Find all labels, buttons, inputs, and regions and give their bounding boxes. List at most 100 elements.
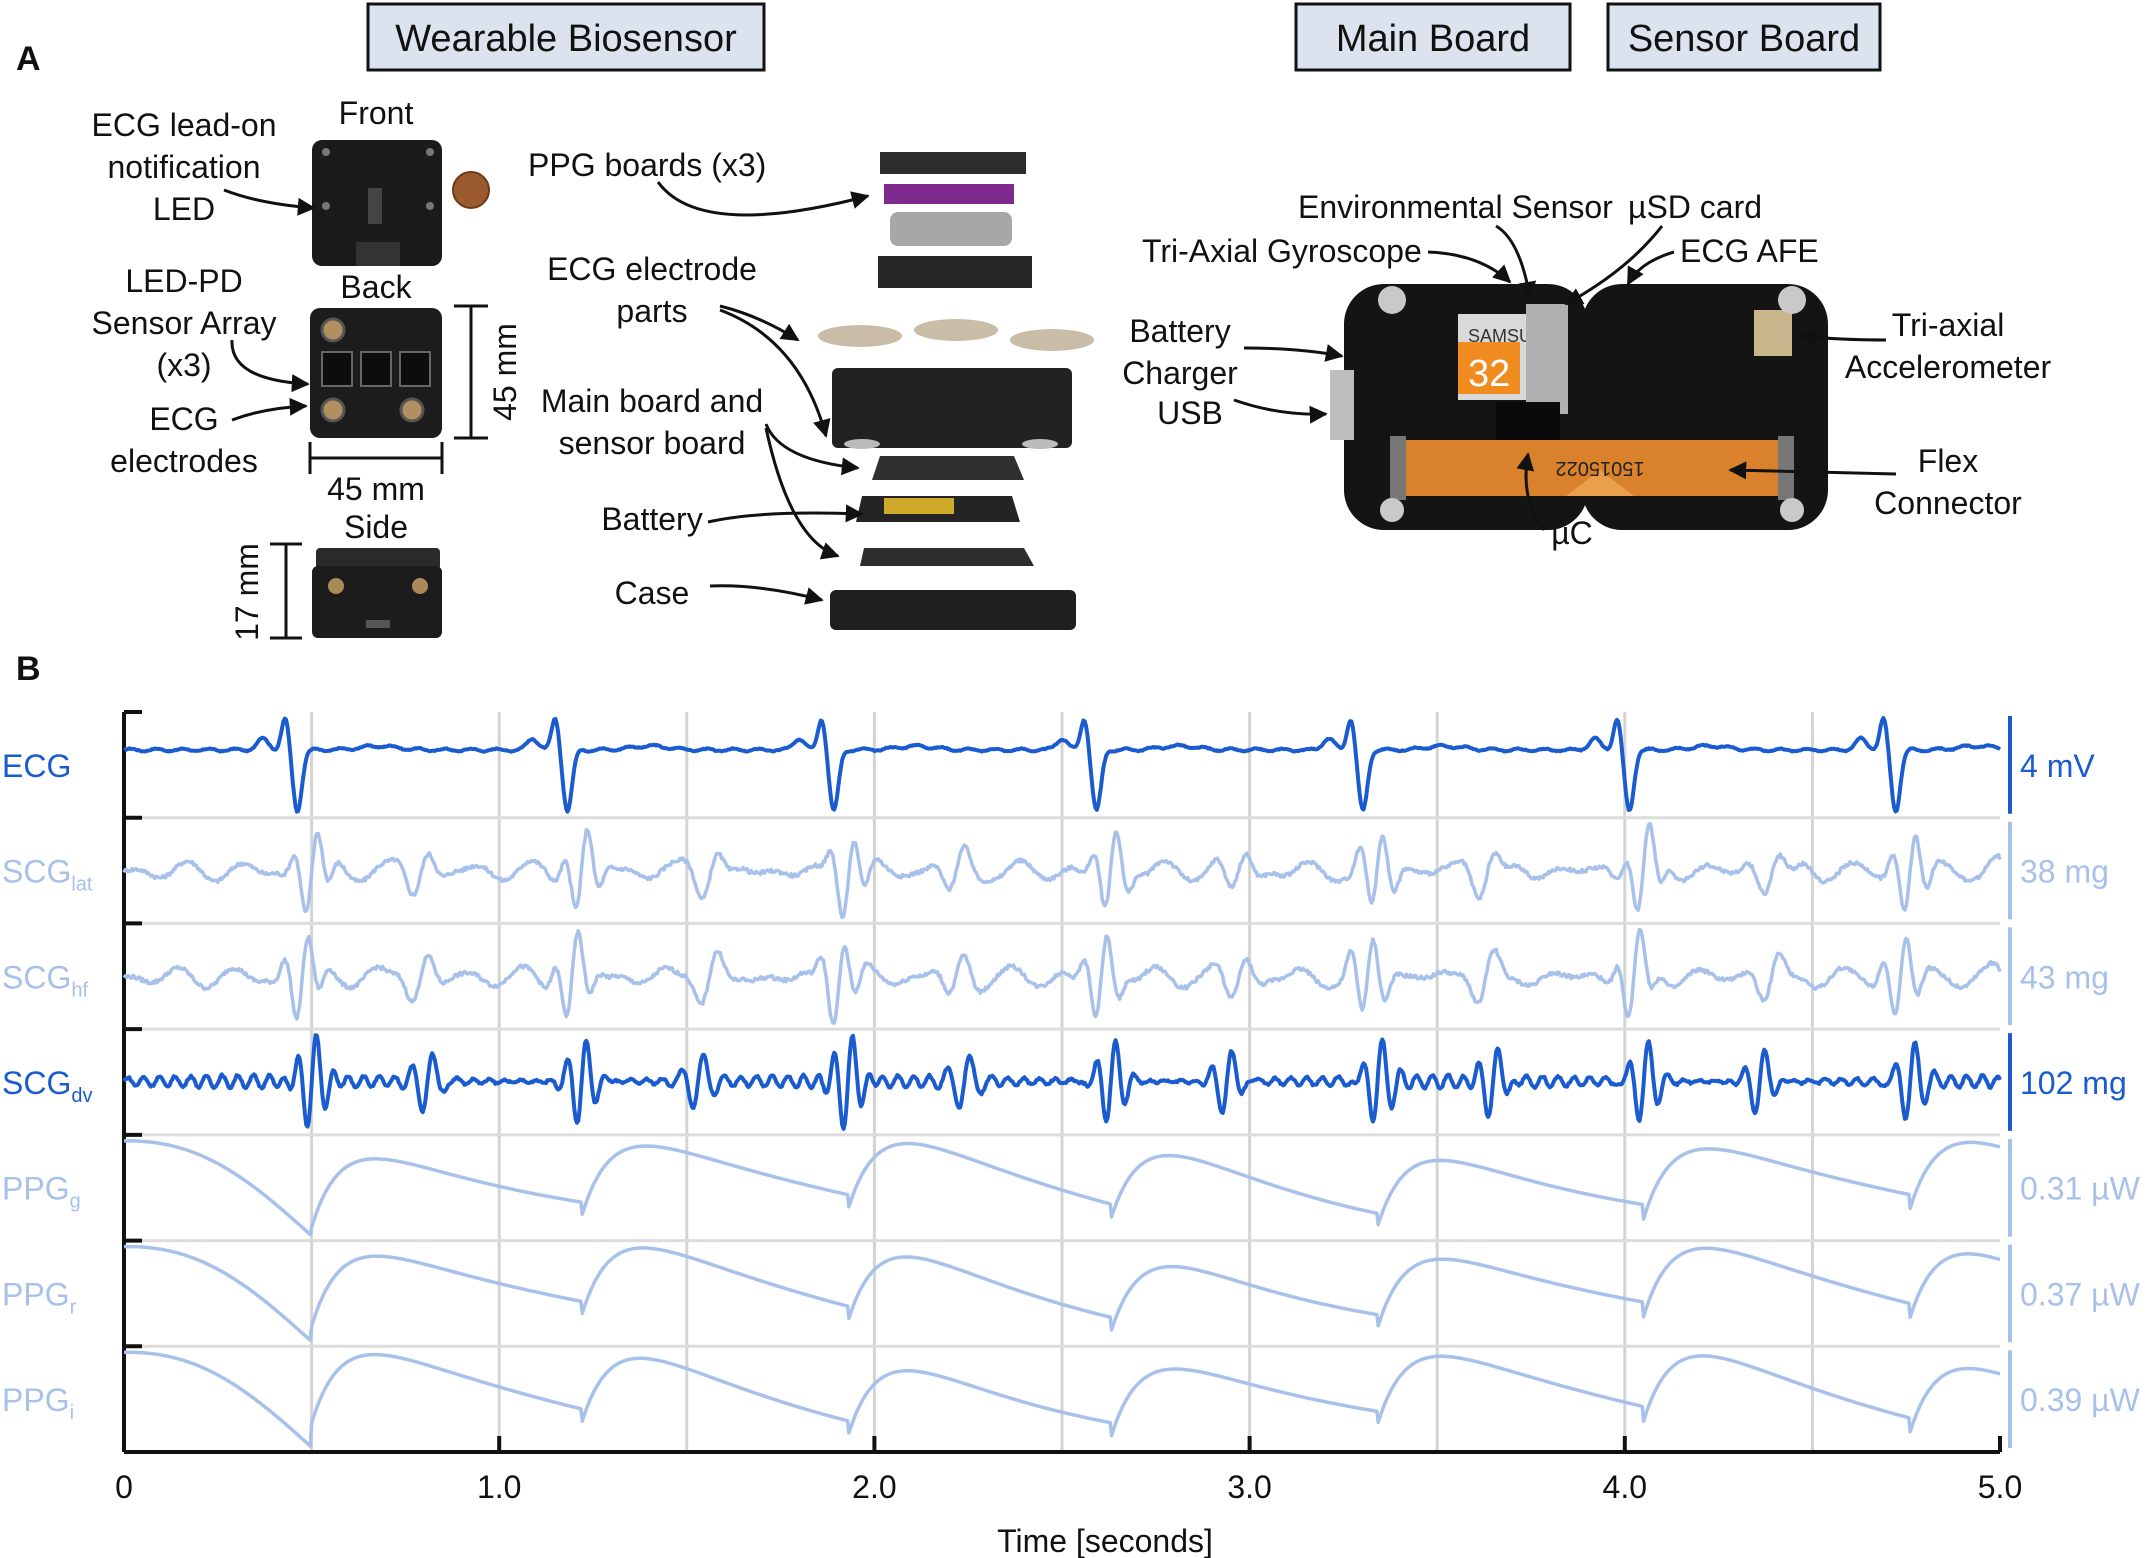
uc-label: µC [1551,515,1593,551]
signal-label-6: PPGi [2,1382,74,1424]
side-label: Side [344,509,408,545]
dim-45-vertical-label: 45 mm [487,323,523,421]
ppg-boards-arrow [656,181,870,217]
coin-image [452,171,490,209]
sensor-board-header-label: Sensor Board [1628,18,1860,60]
gyro-arrow [1427,250,1512,284]
scale-label-5: 0.37 µW [2020,1276,2141,1312]
device-side-image [312,548,442,638]
ecg-parts-arrow-1 [719,304,800,342]
battery-charger-label-line2: Charger [1122,355,1238,391]
x-tick-label: 3.0 [1227,1469,1271,1505]
exploded-view-image [818,152,1094,630]
sd-capacity-text: 32 [1468,353,1510,395]
ecg-electrodes-arrow [231,397,308,422]
accel-label-line2: Accelerometer [1845,349,2052,385]
signal-label-2: SCGhf [2,959,88,1001]
accel-label-line1: Tri-axial [1892,307,2005,343]
front-label: Front [339,95,414,131]
mainboard-arrow-2 [764,427,840,560]
signal-trace-6 [123,1350,2001,1448]
panel-a-label: A [16,40,41,78]
accel-arrow [1798,328,1887,347]
ledpd-label-line2: Sensor Array [92,305,277,341]
battery-charger-label-line1: Battery [1129,313,1230,349]
device-back-image [310,308,442,438]
case-label: Case [615,575,690,611]
ledpd-label-line3: (x3) [156,347,211,383]
case-arrow [709,584,824,605]
usd-arrow [1564,225,1664,306]
flex-code-text: 15015022 [1556,457,1645,479]
dimension-45-horizontal [308,442,444,474]
ledpd-arrow [230,339,310,393]
panel-b-label: B [16,650,41,688]
ecg-parts-label-line2: parts [616,293,687,329]
signal-label-0: ECG [2,748,71,784]
ledpd-label-line1: LED-PD [125,263,242,299]
ecg-afe-label: ECG AFE [1680,233,1819,269]
flex-label-line2: Connector [1874,485,2022,521]
battery-charger-arrow [1243,344,1344,362]
x-tick-label: 5.0 [1978,1469,2022,1505]
ecg-afe-arrow [1626,250,1675,286]
usb-arrow [1233,398,1328,424]
x-tick-label: 2.0 [852,1469,896,1505]
env-sensor-label: Environmental Sensor [1298,189,1613,225]
main-board-header-label: Main Board [1336,18,1530,60]
gyro-label: Tri-Axial Gyroscope [1142,233,1422,269]
ecg-electrodes-label-line1: ECG [149,401,218,437]
dim-45-horizontal-label: 45 mm [327,471,425,507]
dimension-45-vertical [454,304,488,440]
wearable-header-label: Wearable Biosensor [395,18,737,60]
scale-label-3: 102 mg [2020,1065,2127,1101]
pcb-image: SAMSU 32 15015022 [1330,284,1828,530]
signal-label-1: SCGlat [2,854,93,896]
main-board-header: Main Board [1294,2,1572,72]
ecg-led-arrow [223,188,316,216]
battery-exploded-label: Battery [601,501,702,537]
env-sensor-arrow [1495,224,1537,300]
dim-17-label: 17 mm [229,543,265,641]
sd-brand-text: SAMSU [1468,326,1532,346]
scale-label-2: 43 mg [2020,959,2109,995]
signal-label-5: PPGr [2,1276,77,1318]
battery-arrow [707,504,864,524]
back-label: Back [340,269,412,305]
x-axis-title: Time [seconds] [997,1523,1213,1558]
flex-label-line1: Flex [1918,443,1978,479]
scale-label-1: 38 mg [2020,854,2109,890]
scale-label-0: 4 mV [2020,748,2095,784]
signal-trace-3 [122,1033,2002,1131]
signal-trace-5 [123,1244,2001,1343]
ecg-parts-arrow-2 [719,308,831,438]
device-front-image [312,140,442,266]
ecg-led-label-line1: ECG lead-on [92,107,277,143]
x-tick-label: 0 [115,1469,133,1505]
x-tick-label: 1.0 [477,1469,521,1505]
signal-trace-2 [122,927,2002,1025]
signal-label-3: SCGdv [2,1065,92,1107]
ecg-led-label-line2: notification [108,149,261,185]
scale-label-4: 0.31 µW [2020,1171,2141,1207]
signal-trace-0 [123,716,2002,814]
signal-trace-4 [123,1139,2001,1237]
panel-a: A Wearable Biosensor Main Board Sensor B… [16,2,2052,641]
scale-label-6: 0.39 µW [2020,1382,2141,1418]
ppg-boards-label: PPG boards (x3) [528,147,766,183]
ecg-parts-label-line1: ECG electrode [547,251,757,287]
signal-label-4: PPGg [2,1171,81,1213]
mainboard-label-line2: sensor board [559,425,746,461]
mainboard-label-line1: Main board and [541,383,763,419]
sensor-board-header: Sensor Board [1606,2,1882,72]
ecg-led-label-line3: LED [153,191,215,227]
signal-trace-1 [122,821,2002,920]
flex-arrow [1728,461,1897,480]
uc-arrow [1516,452,1546,531]
ecg-electrodes-label-line2: electrodes [110,443,258,479]
wearable-header: Wearable Biosensor [366,2,766,72]
mainboard-arrow-1 [764,423,860,476]
